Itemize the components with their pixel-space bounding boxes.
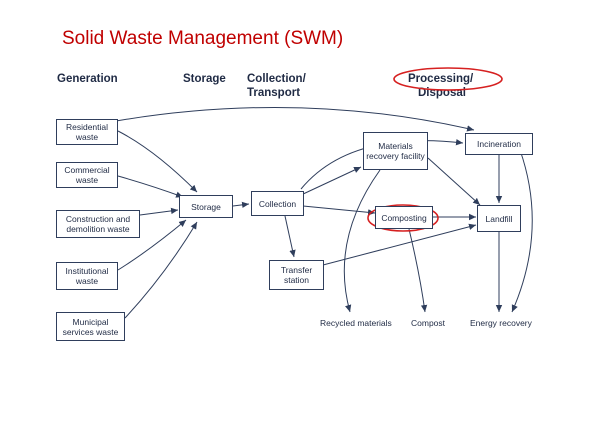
arrow-collection-mrf: [300, 166, 362, 196]
header-collection: Collection/ Transport: [247, 72, 306, 100]
arrow-mrf-landfill: [427, 157, 481, 206]
node-collection: Collection: [251, 191, 304, 216]
header-storage: Storage: [183, 73, 226, 85]
arrow-municipal-storage: [124, 221, 198, 319]
node-composting: Composting: [375, 206, 433, 229]
node-landfill: Landfill: [477, 205, 521, 232]
output-energy-recovery: Energy recovery: [470, 318, 532, 328]
arrow-incineration-energy: [511, 149, 533, 313]
source-commercial: Commercial waste: [56, 162, 118, 188]
node-incineration: Incineration: [465, 133, 533, 155]
arrow-mrf-recycled: [343, 169, 381, 313]
source-residential: Residential waste: [56, 119, 118, 145]
processing-highlight-ellipse: [393, 67, 503, 91]
arrow-composting-compost: [408, 228, 428, 313]
arrow-collection-transfer: [284, 215, 296, 258]
composting-highlight-ellipse: [367, 204, 439, 232]
node-transfer-station: Transfer station: [269, 260, 324, 290]
page-title: Solid Waste Management (SWM): [62, 28, 344, 49]
arrow-transfer-landfill: [322, 223, 477, 266]
source-municipal: Municipal services waste: [56, 312, 125, 341]
arrow-residential-incineration: [115, 106, 475, 132]
source-construction: Construction and demolition waste: [56, 210, 140, 238]
output-recycled-materials: Recycled materials: [320, 318, 392, 328]
output-compost: Compost: [411, 318, 446, 328]
header-generation: Generation: [57, 73, 118, 85]
node-storage: Storage: [179, 195, 233, 218]
source-institutional: Institutional waste: [56, 262, 118, 290]
header-collection-line1: Collection/: [247, 73, 306, 85]
node-materials-recovery-facility: Materials recovery facility: [363, 132, 428, 170]
arrow-storage-collection: [232, 201, 250, 209]
arrow-construction-storage: [139, 207, 179, 216]
arrow-institutional-storage: [117, 219, 187, 271]
arrow-commercial-storage: [117, 175, 184, 198]
arrow-residential-storage: [117, 130, 198, 193]
arrow-collection-composting: [302, 205, 376, 216]
header-collection-line2: Transport: [247, 87, 301, 99]
header-processing-line1: Processing/: [408, 73, 474, 85]
